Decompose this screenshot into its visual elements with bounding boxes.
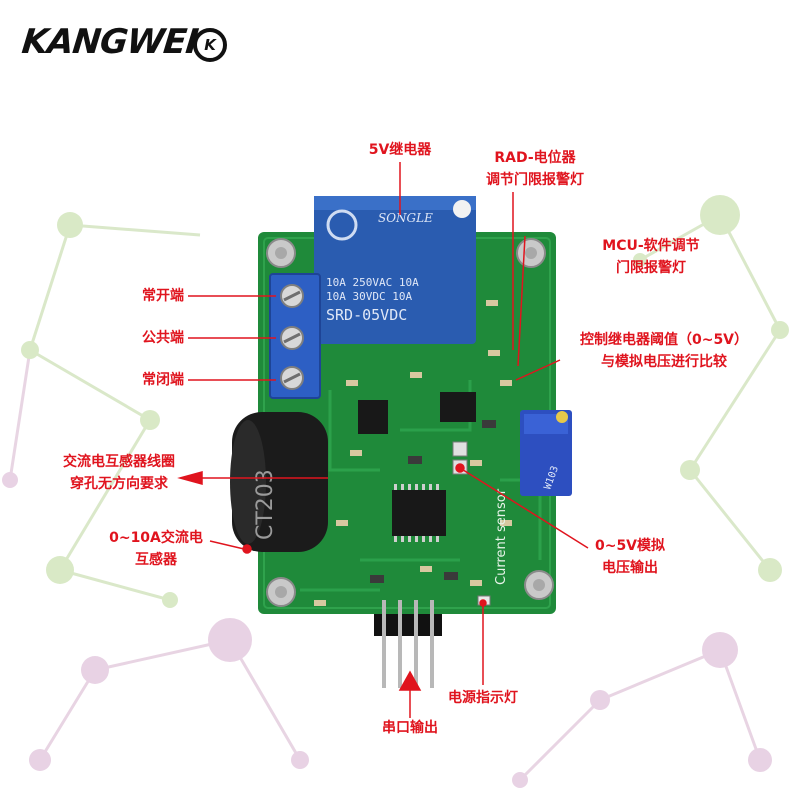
label-coil-line2: 穿孔无方向要求 <box>70 476 168 492</box>
label-analog-line1: 0~5V模拟 <box>594 538 666 554</box>
label-power-led: 电源指示灯 <box>448 690 518 706</box>
relay-model: SRD-05VDC <box>326 306 407 324</box>
label-relay-5v: 5V继电器 <box>368 142 432 158</box>
current-transformer: CT203 <box>230 412 328 552</box>
label-common: 公共端 <box>142 330 184 346</box>
relay: SONGLE 10A 250VAC 10A 10A 30VDC 10A SRD-… <box>314 196 476 344</box>
label-serial-out: 串口输出 <box>382 720 438 736</box>
label-coil-line1: 交流电互感器线圈 <box>63 454 175 470</box>
label-analog-line2: 电压输出 <box>602 560 658 576</box>
brand-badge-icon: K <box>193 28 227 62</box>
potentiometer: W103 <box>520 410 572 496</box>
label-rad-line1: RAD-电位器 <box>494 150 576 166</box>
callout-lines <box>177 162 589 718</box>
ct-marking: CT203 <box>253 469 278 540</box>
smd-components <box>314 300 512 606</box>
pin-header <box>374 600 442 688</box>
relay-rating-2: 10A 30VDC 10A <box>326 290 412 303</box>
terminal-block <box>269 273 321 399</box>
label-ctrl-line1: 控制继电器阈值（0~5V） <box>579 332 749 348</box>
label-mcu-line2: 门限报警灯 <box>616 260 686 276</box>
relay-brand: SONGLE <box>378 211 433 225</box>
label-mcu-line1: MCU-软件调节 <box>602 238 700 254</box>
terminal-screws <box>280 284 304 390</box>
board-silk-text: Current sensor <box>494 488 509 585</box>
label-ct-line2: 互感器 <box>135 552 177 568</box>
label-normally-closed: 常闭端 <box>142 372 184 388</box>
relay-rating-1: 10A 250VAC 10A <box>326 276 419 289</box>
label-ctrl-line2: 与模拟电压进行比较 <box>601 354 727 370</box>
chips <box>358 392 476 542</box>
label-rad-line2: 调节门限报警灯 <box>486 172 584 188</box>
label-normally-open: 常开端 <box>142 288 184 304</box>
label-ct-line1: 0~10A交流电 <box>109 530 203 546</box>
